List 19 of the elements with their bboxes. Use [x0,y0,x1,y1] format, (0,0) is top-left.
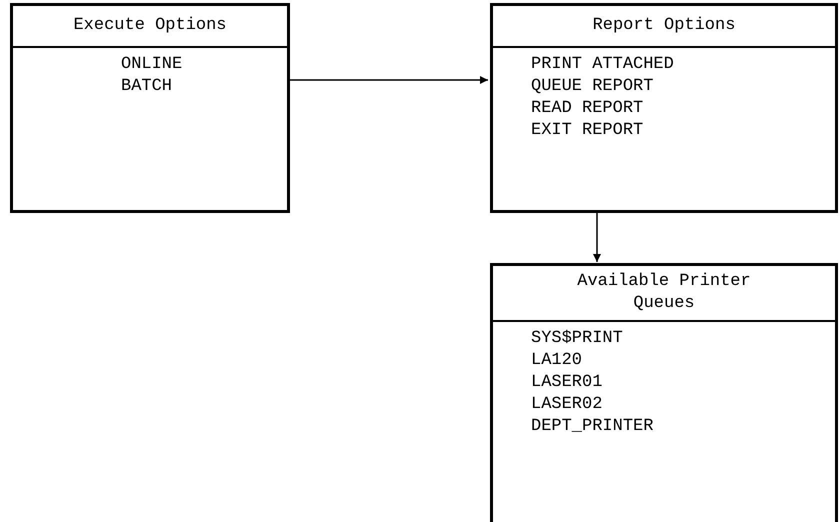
menu-option: READ REPORT [531,98,644,120]
menu-option: LASER01 [531,372,602,394]
menu-title: Report Options [592,15,736,37]
menu-option: LA120 [531,350,582,372]
menu-option: PRINT ATTACHED [531,54,674,76]
menu-box [10,3,290,213]
menu-option: BATCH [121,76,172,98]
menu-option: LASER02 [531,394,602,416]
menu-title: Execute Options [72,15,228,37]
menu-option: SYS$PRINT [531,328,623,350]
arrow [593,213,601,262]
menu-option: ONLINE [121,54,182,76]
menu-box [490,263,838,522]
arrow [290,76,488,84]
menu-box [490,3,838,213]
menu-title: Available Printer Queues [576,271,752,315]
menu-option: QUEUE REPORT [531,76,654,98]
menu-option: DEPT_PRINTER [531,416,654,438]
menu-option: EXIT REPORT [531,120,644,142]
